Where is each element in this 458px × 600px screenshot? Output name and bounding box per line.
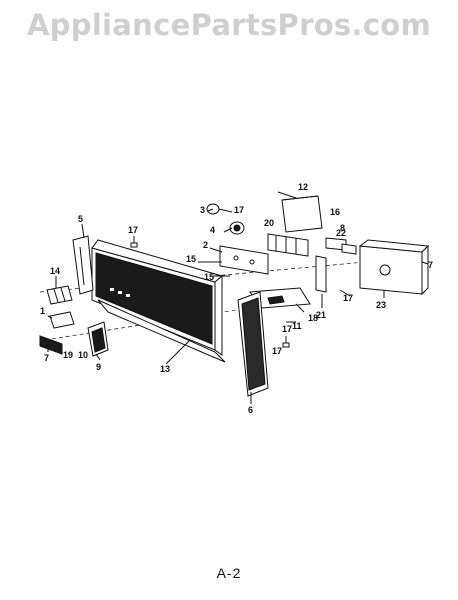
rotary-switch: [206, 203, 233, 215]
timer-cover: [281, 195, 323, 233]
callout-17: 17: [282, 324, 292, 334]
callout-7: 7: [44, 353, 49, 363]
selector-switch: [229, 221, 245, 235]
callout-18: 18: [308, 313, 318, 323]
screw: [130, 236, 138, 248]
callout-2: 2: [203, 240, 208, 250]
callout-17: 17: [272, 346, 282, 356]
callout-22: 22: [336, 228, 346, 238]
callout-16: 16: [330, 207, 340, 217]
switch-block: [46, 285, 73, 305]
callout-15: 15: [204, 272, 214, 282]
control-board: [205, 245, 269, 277]
callout-20: 20: [264, 218, 274, 228]
callout-17: 17: [128, 225, 138, 235]
callout-17: 17: [343, 293, 353, 303]
callout-21: 21: [316, 310, 326, 320]
terminal-block: [267, 233, 309, 257]
callout-17: 17: [234, 205, 244, 215]
knob: [87, 321, 109, 357]
callout-12: 12: [298, 182, 308, 192]
vent-grille: [237, 291, 269, 397]
callout-7: 7: [428, 260, 433, 270]
callout-6: 6: [248, 405, 253, 415]
callout-1: 1: [40, 306, 45, 316]
button-strip: [39, 335, 63, 355]
control-panel: [91, 239, 226, 363]
end-bracket: [72, 235, 94, 295]
callout-11: 11: [292, 321, 302, 331]
small-bracket: [49, 311, 75, 329]
callout-4: 4: [210, 225, 215, 235]
callout-8: 8: [340, 223, 345, 233]
screw: [282, 336, 290, 348]
timer: [358, 239, 430, 296]
callout-19: 19: [63, 350, 73, 360]
callout-5: 5: [78, 214, 83, 224]
connector: [341, 243, 357, 255]
callout-13: 13: [160, 364, 170, 374]
callout-3: 3: [200, 205, 205, 215]
callout-9: 9: [96, 362, 101, 372]
callout-23: 23: [376, 300, 386, 310]
watermark: AppliancePartsPros.com: [26, 8, 432, 42]
callout-14: 14: [50, 266, 60, 276]
callout-15: 15: [186, 254, 196, 264]
mounting-plate: [315, 255, 327, 293]
callout-10: 10: [78, 350, 88, 360]
page-label: A-2: [216, 565, 242, 581]
